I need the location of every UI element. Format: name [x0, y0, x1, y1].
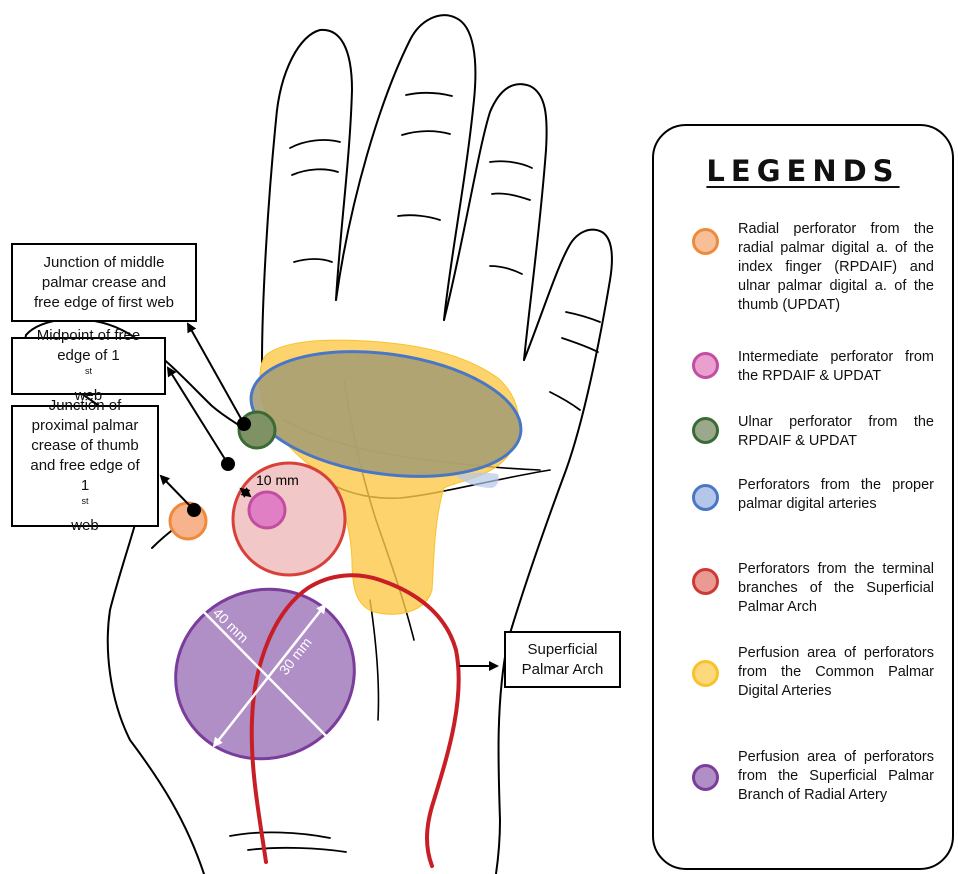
callout-text: web — [30, 516, 139, 536]
landmark-dot-midpoint — [221, 457, 235, 471]
callout-superficial-palmar-arch: Superficial Palmar Arch — [504, 631, 621, 688]
callout-text: 1 — [30, 476, 139, 496]
index-finger-outline — [262, 30, 352, 362]
landmark-dot-middle-crease — [237, 417, 251, 431]
callout-line: crease of thumb — [30, 436, 139, 456]
blue-swatch-icon — [692, 484, 719, 511]
red-swatch-icon — [692, 568, 719, 595]
yellow-swatch-icon — [692, 660, 719, 687]
callout-line: Superficial — [522, 640, 604, 660]
legend-item-label: Perfusion area of perforators from the S… — [738, 748, 934, 805]
callout-line: Junction of middle — [34, 253, 174, 273]
callout-line: proximal palmar — [30, 416, 139, 436]
legend-item-label: Perfusion area of perforators from the C… — [738, 644, 934, 701]
legend-item-label: Perforators from the terminal branches o… — [738, 560, 934, 617]
pink-swatch-icon — [692, 352, 719, 379]
green-swatch-icon — [692, 417, 719, 444]
purple-swatch-icon — [692, 764, 719, 791]
callout-line: and free edge of — [30, 456, 139, 476]
callout-line: Midpoint of free — [37, 326, 140, 346]
superscript: st — [81, 496, 88, 506]
legend-panel: LEGENDS Radial perforator from the radia… — [652, 124, 954, 870]
callout-text: edge of 1 — [37, 346, 140, 366]
legend-item-label: Intermediate perforator from the RPDAIF … — [738, 348, 934, 386]
little-finger-outline — [496, 230, 612, 874]
callout-line: Palmar Arch — [522, 660, 604, 680]
measure-10mm-label: 10 mm — [256, 472, 299, 488]
ring-finger-outline — [444, 84, 547, 360]
intermediate-perforator-dot — [249, 492, 285, 528]
callout-middle-crease-junction: Junction of middle palmar crease and fre… — [11, 243, 197, 322]
callout-line: Junction of — [30, 396, 139, 416]
callout-proximal-crease-junction: Junction of proximal palmar crease of th… — [11, 405, 159, 527]
landmark-dot-proximal-crease — [187, 503, 201, 517]
callout-line: palmar crease and — [34, 273, 174, 293]
legend-item-label: Ulnar perforator from the RPDAIF & UPDAT — [738, 413, 934, 451]
legend-item-label: Radial perforator from the radial palmar… — [738, 220, 934, 315]
legend-item-label: Perforators from the proper palmar digit… — [738, 476, 934, 514]
legend-title: LEGENDS — [654, 154, 952, 188]
orange-swatch-icon — [692, 228, 719, 255]
superscript: st — [85, 366, 92, 376]
callout-line: free edge of first web — [34, 293, 174, 313]
